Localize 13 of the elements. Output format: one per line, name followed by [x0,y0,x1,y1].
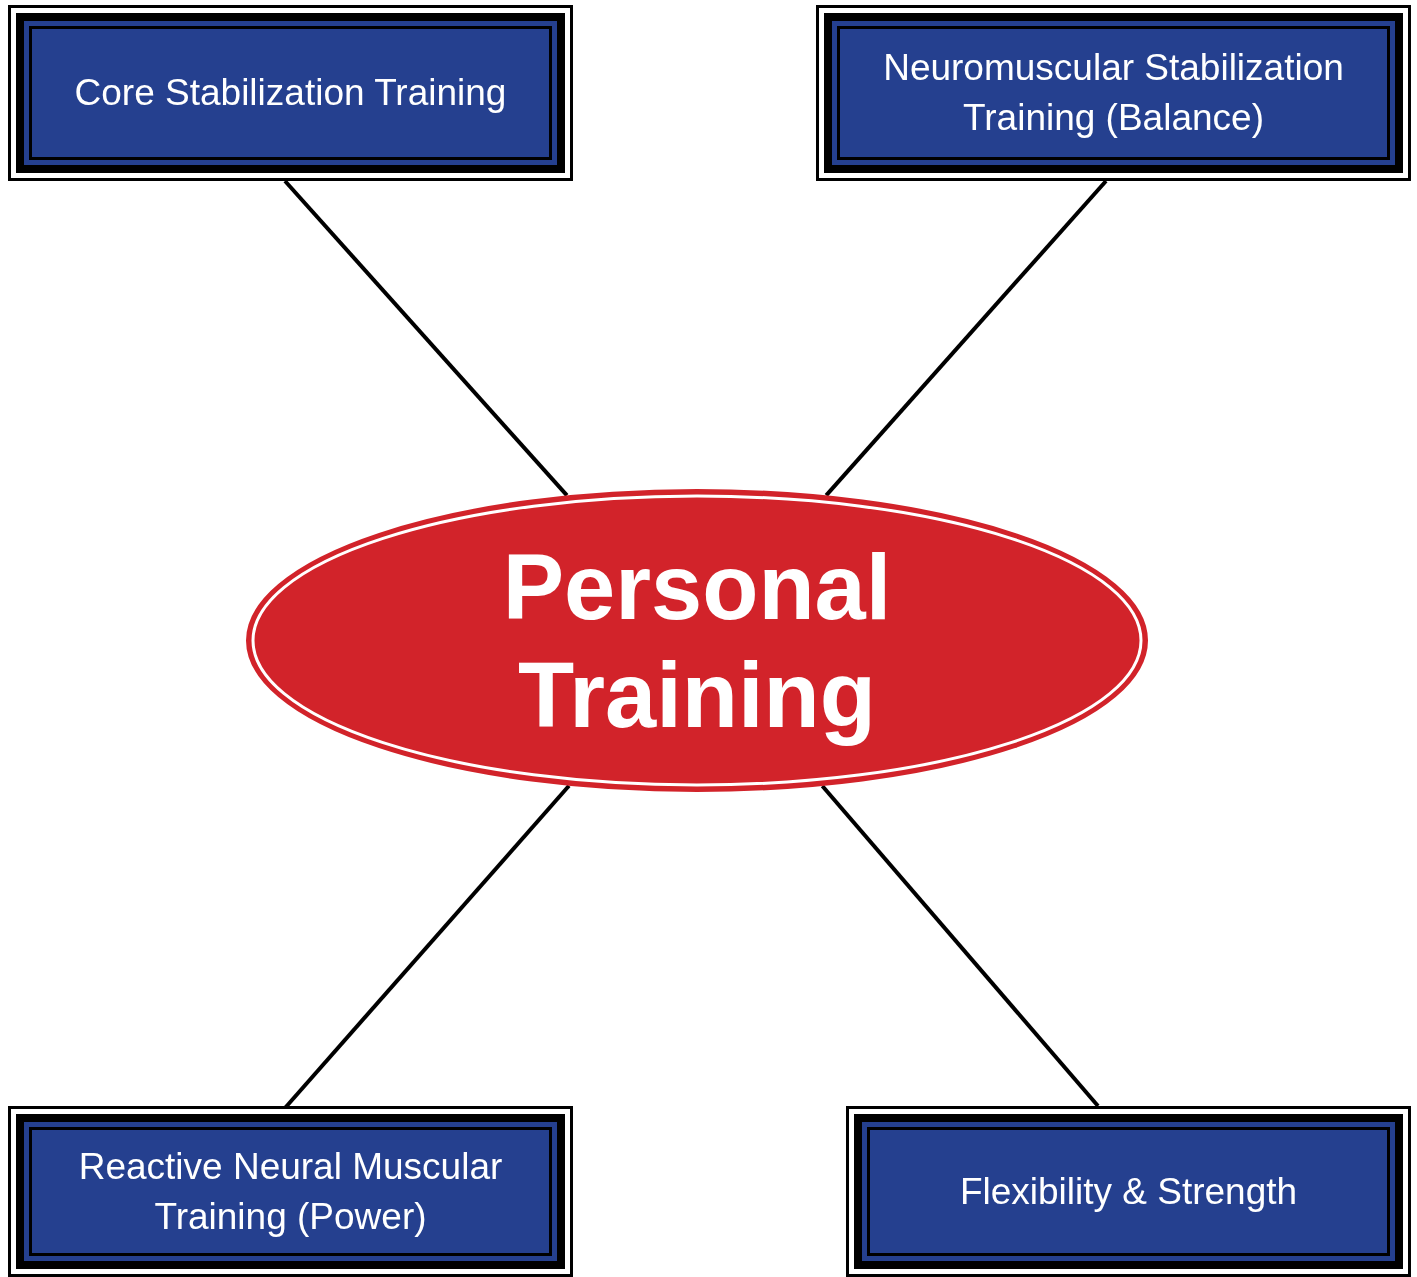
box-label: Neuromuscular Stabilization Training (Balance) [882,46,1345,140]
connector-line [820,784,1100,1108]
process-box [8,5,573,181]
process-box [816,5,1411,181]
connector-line [824,179,1108,497]
ellipse-node [245,488,1149,793]
process-box [846,1106,1411,1277]
box-label: Flexibility & Strength [959,1169,1298,1214]
center-title: Personal Training [501,534,893,748]
connector-line [283,179,569,497]
box-label: Reactive Neural Muscular Training (Power) [77,1144,504,1239]
box-label: Core Stabilization Training [74,71,507,115]
process-box [8,1106,573,1277]
